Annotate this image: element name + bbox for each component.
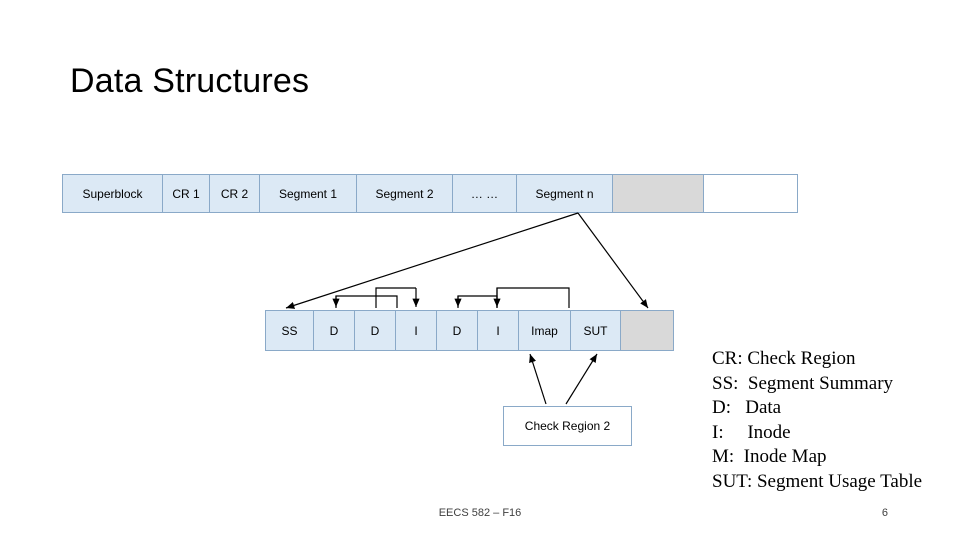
segment-strip-cell: I xyxy=(478,311,519,350)
segment-strip-cell-label: SUT xyxy=(583,323,608,338)
segment-strip-cell-label: D xyxy=(370,323,380,338)
segment-strip-cell: SUT xyxy=(571,311,621,350)
segment-strip-cell: D xyxy=(437,311,478,350)
footer-page-number: 6 xyxy=(881,507,888,519)
disk-strip-cell-label: Segment 1 xyxy=(278,186,338,201)
legend-line: CR: Check Region xyxy=(712,348,856,369)
disk-strip-cell: … … xyxy=(453,175,517,212)
segment-strip-cell-label: I xyxy=(414,323,418,338)
segment-strip-cell xyxy=(621,311,673,350)
segment-detail-strip: SS D D I D I Imap SUT xyxy=(265,310,674,351)
segment-strip-cell-label: D xyxy=(452,323,462,338)
segment-strip-cell-label: I xyxy=(496,323,500,338)
check-region-2-box: Check Region 2 xyxy=(503,406,632,446)
segment-strip-cell: I xyxy=(396,311,437,350)
disk-strip-cell-label: Segment n xyxy=(535,186,594,201)
segment-strip-cell: D xyxy=(314,311,355,350)
disk-strip-cell-label: Superblock xyxy=(82,186,143,201)
disk-strip-cell: CR 1 xyxy=(163,175,210,212)
disk-strip-cell: Segment 2 xyxy=(357,175,453,212)
footer-course-label: EECS 582 – F16 xyxy=(438,507,522,519)
check-region-2-label: Check Region 2 xyxy=(524,419,611,433)
disk-strip-cell xyxy=(704,175,797,212)
segment-strip-cell-label: Imap xyxy=(531,323,558,338)
legend-line: SUT: Segment Usage Table xyxy=(712,470,923,492)
disk-strip-cell: Segment 1 xyxy=(260,175,357,212)
disk-strip-cell-label: CR 1 xyxy=(172,186,200,201)
segment-strip-cell-label: SS xyxy=(281,323,298,338)
segment-strip-cell-label: D xyxy=(329,323,339,338)
legend-line: SS: Segment Summary xyxy=(712,372,894,394)
disk-strip-cell-label: … … xyxy=(470,186,499,201)
disk-strip-cell: Segment n xyxy=(517,175,613,212)
disk-strip-cell: Superblock xyxy=(63,175,163,212)
disk-strip-cell xyxy=(613,175,704,212)
legend-line: I: Inode xyxy=(712,421,791,443)
legend-line: M: Inode Map xyxy=(712,446,827,467)
disk-strip-cell-label: CR 2 xyxy=(220,186,249,201)
segment-strip-cell: Imap xyxy=(519,311,571,350)
legend-line: D: Data xyxy=(712,397,782,418)
disk-strip-cell: CR 2 xyxy=(210,175,260,212)
page-title: Data Structures xyxy=(70,62,310,100)
segment-strip-cell: SS xyxy=(266,311,314,350)
disk-layout-strip: Superblock CR 1 CR 2 Segment 1 Segment 2 … … S… xyxy=(62,174,798,213)
segment-strip-cell: D xyxy=(355,311,396,350)
disk-strip-cell-label: Segment 2 xyxy=(375,186,434,201)
